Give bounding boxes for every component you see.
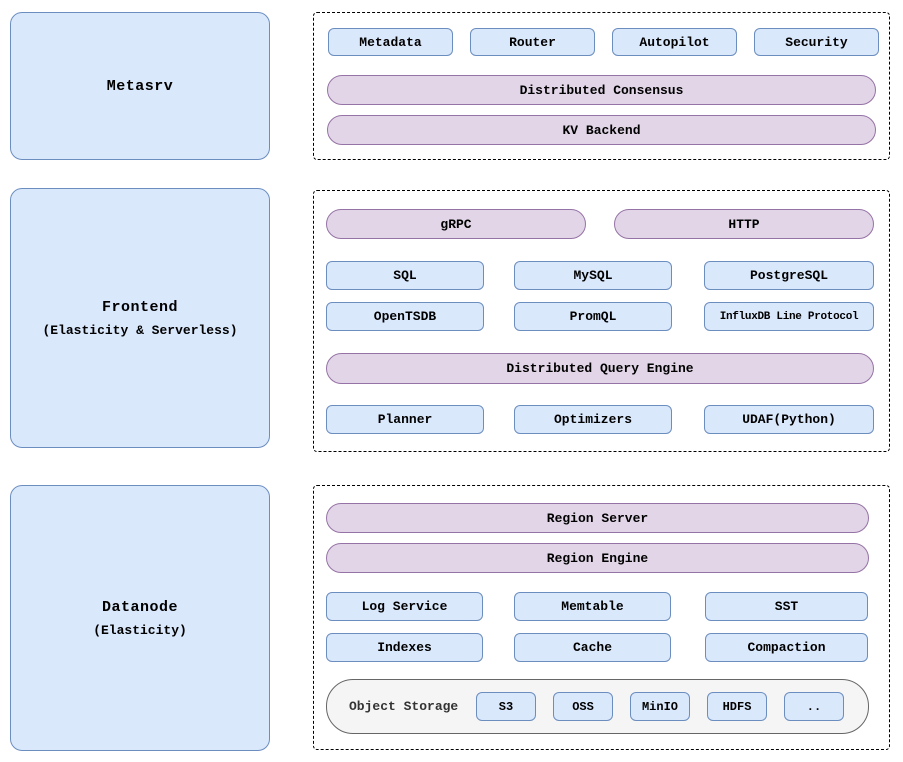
indexes-box: Indexes xyxy=(326,633,483,662)
metasrv-node: Metasrv xyxy=(10,12,270,160)
minio-box: MinIO xyxy=(630,692,690,721)
metasrv-components-row: Metadata Router Autopilot Security xyxy=(328,28,879,56)
mysql-box: MySQL xyxy=(514,261,672,290)
influxdb-line-protocol-box: InfluxDB Line Protocol xyxy=(704,302,874,331)
frontend-node: Frontend (Elasticity & Serverless) xyxy=(10,188,270,448)
s3-box: S3 xyxy=(476,692,536,721)
postgresql-box: PostgreSQL xyxy=(704,261,874,290)
security-box: Security xyxy=(754,28,879,56)
oss-box: OSS xyxy=(553,692,613,721)
grpc-pill: gRPC xyxy=(326,209,586,239)
datanode-components-row-1: Log Service Memtable SST xyxy=(326,592,881,621)
opentsdb-box: OpenTSDB xyxy=(326,302,484,331)
autopilot-box: Autopilot xyxy=(612,28,737,56)
datanode-node: Datanode (Elasticity) xyxy=(10,485,270,751)
frontend-panel: gRPC HTTP SQL MySQL PostgreSQL OpenTSDB … xyxy=(313,190,890,452)
frontend-protocols-row-1: SQL MySQL PostgreSQL xyxy=(326,261,886,290)
http-pill: HTTP xyxy=(614,209,874,239)
distributed-query-engine-pill: Distributed Query Engine xyxy=(326,353,874,384)
object-storage-container: Object Storage S3 OSS MinIO HDFS .. xyxy=(326,679,869,734)
planner-box: Planner xyxy=(326,405,484,434)
sst-box: SST xyxy=(705,592,868,621)
metasrv-node-title: Metasrv xyxy=(106,77,174,95)
region-server-pill: Region Server xyxy=(326,503,869,533)
datanode-node-title: Datanode xyxy=(101,598,178,616)
sql-box: SQL xyxy=(326,261,484,290)
region-engine-pill: Region Engine xyxy=(326,543,869,573)
frontend-engine-components-row: Planner Optimizers UDAF(Python) xyxy=(326,405,886,434)
memtable-box: Memtable xyxy=(514,592,671,621)
frontend-node-title: Frontend xyxy=(101,298,178,316)
frontend-node-subtitle: (Elasticity & Serverless) xyxy=(42,322,238,338)
cache-box: Cache xyxy=(514,633,671,662)
datanode-node-subtitle: (Elasticity) xyxy=(93,622,187,638)
promql-box: PromQL xyxy=(514,302,672,331)
frontend-protocols-row-2: OpenTSDB PromQL InfluxDB Line Protocol xyxy=(326,302,886,331)
distributed-consensus-pill: Distributed Consensus xyxy=(327,75,876,105)
compaction-box: Compaction xyxy=(705,633,868,662)
log-service-box: Log Service xyxy=(326,592,483,621)
metasrv-panel: Metadata Router Autopilot Security Distr… xyxy=(313,12,890,160)
datanode-panel: Region Server Region Engine Log Service … xyxy=(313,485,890,750)
object-storage-label: Object Storage xyxy=(349,699,459,714)
metadata-box: Metadata xyxy=(328,28,453,56)
hdfs-box: HDFS xyxy=(707,692,767,721)
kv-backend-pill: KV Backend xyxy=(327,115,876,145)
udaf-python-box: UDAF(Python) xyxy=(704,405,874,434)
more-backends-box: .. xyxy=(784,692,844,721)
router-box: Router xyxy=(470,28,595,56)
optimizers-box: Optimizers xyxy=(514,405,672,434)
datanode-components-row-2: Indexes Cache Compaction xyxy=(326,633,881,662)
